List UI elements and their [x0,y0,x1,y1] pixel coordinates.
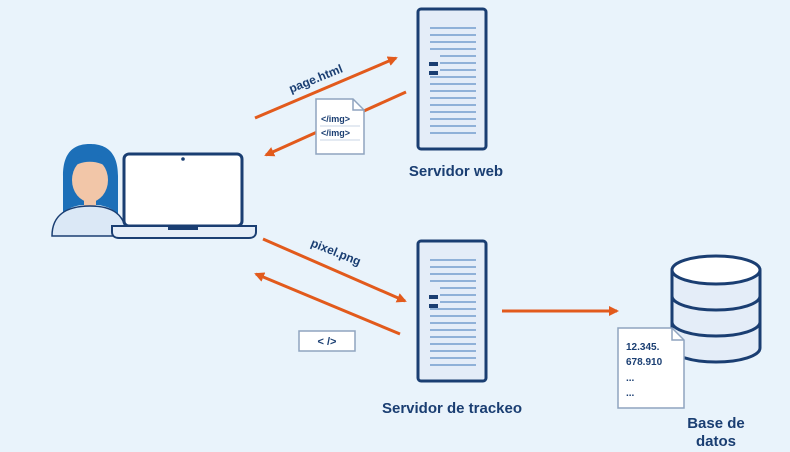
database-doc-line-3: ... [626,373,635,384]
database-doc-line-1: 12.345. [626,342,660,353]
database-label-line-2: datos [696,433,736,450]
database-label-line-1: Base de [687,415,745,432]
database-doc-line-4: ... [626,388,635,399]
code-tag-label: < /> [318,336,337,348]
code-tag-box [298,330,356,352]
page-request-arrow [254,56,398,120]
tracking-server-label: Servidor de trackeo [382,400,522,417]
web-server-icon [416,7,488,151]
database-document-icon [617,327,685,409]
database-icon [670,254,762,364]
database-doc-line-2: 678.910 [626,357,663,368]
web-server-label: Servidor web [409,163,503,180]
laptop-icon [111,152,257,239]
pixel-response-arrow [254,272,401,336]
user-icon [51,144,127,237]
html-document-icon [315,98,365,155]
pixel-request-arrow [262,237,407,303]
html-doc-line-1: </img> [321,114,350,124]
html-doc-line-2: </img> [321,128,350,138]
tracking-server-icon [416,239,488,383]
